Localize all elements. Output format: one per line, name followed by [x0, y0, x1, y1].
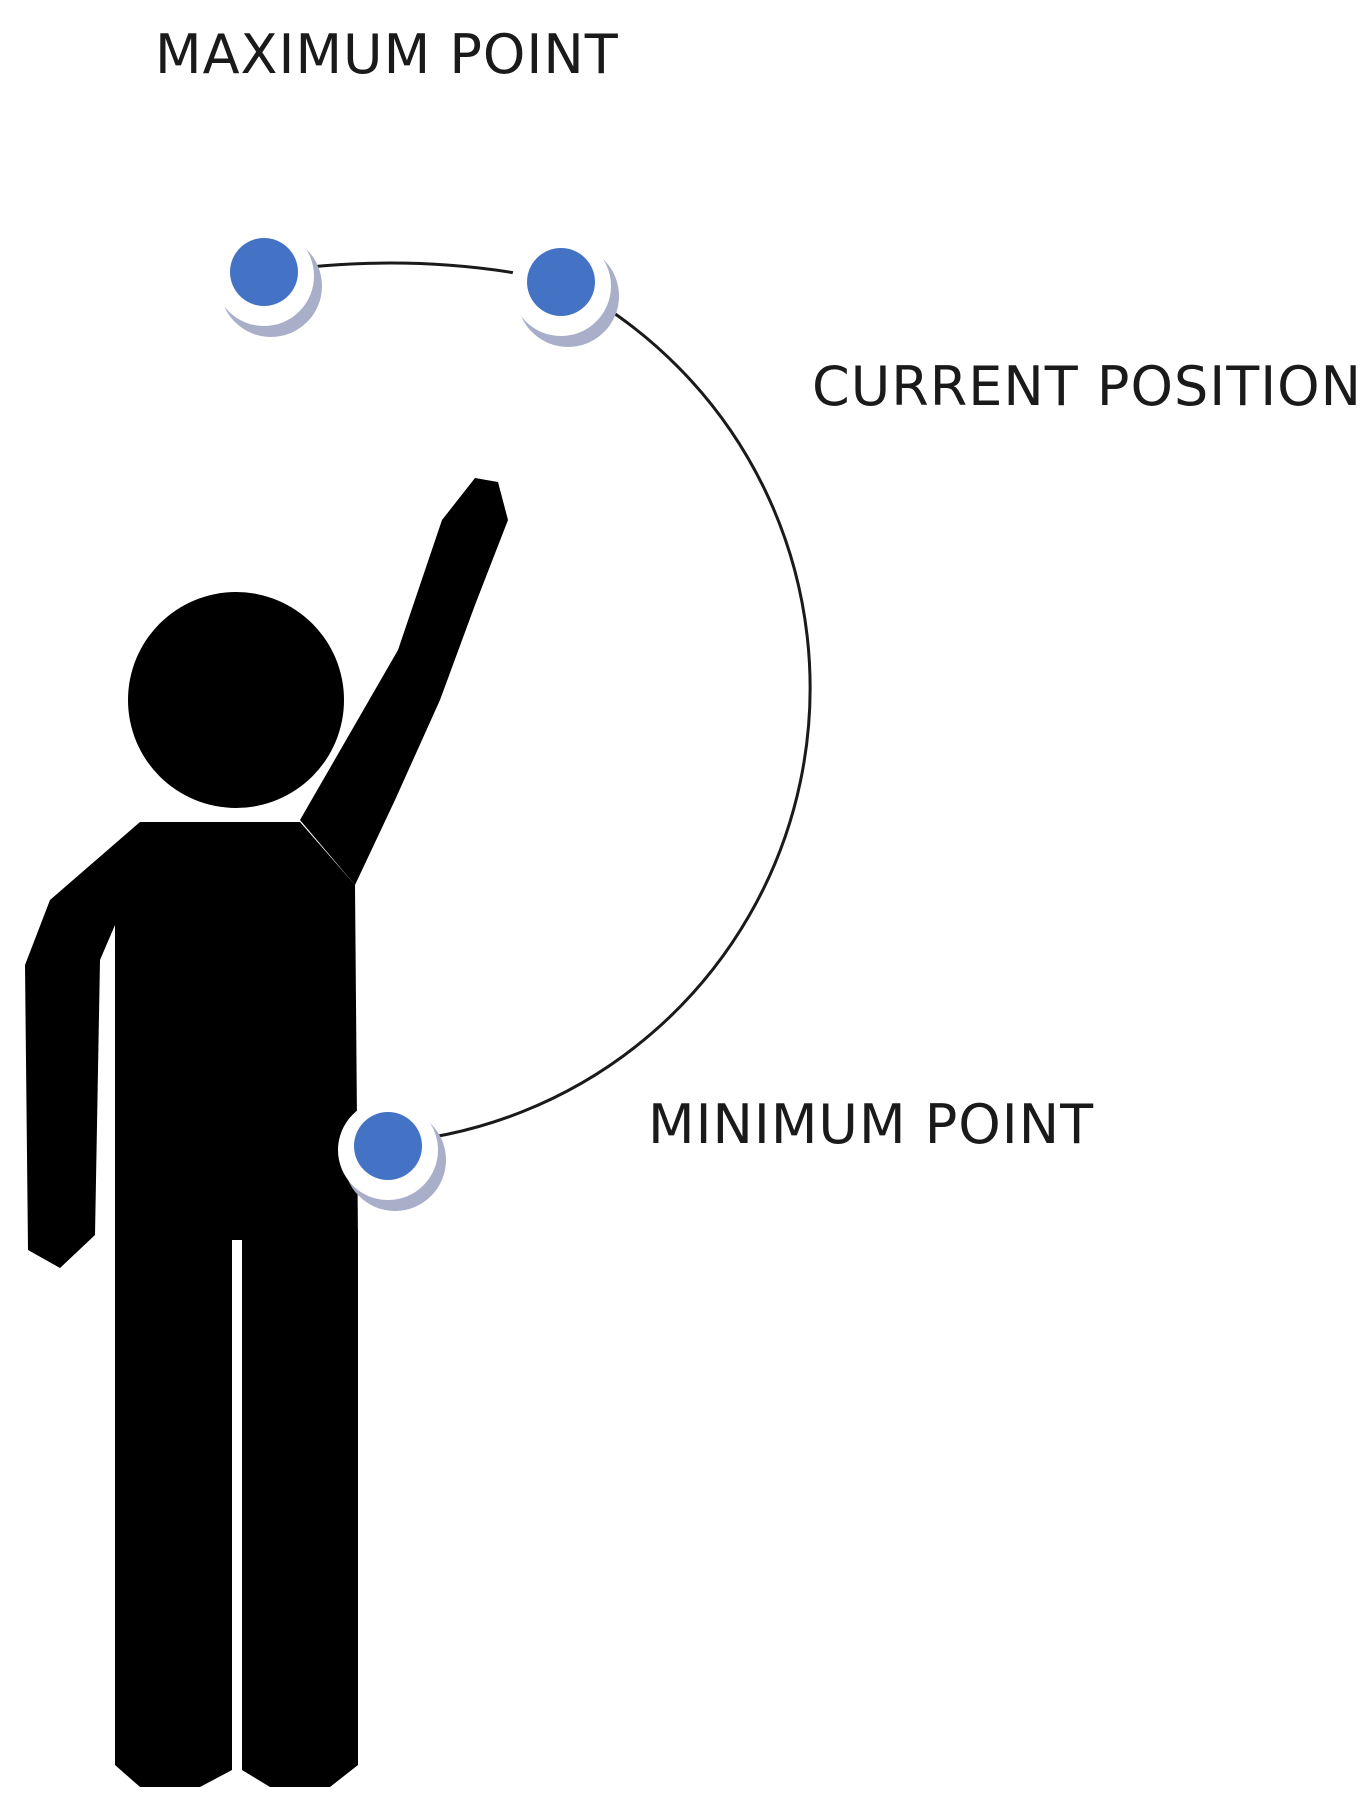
person-left-leg	[115, 1230, 232, 1787]
motion-arc	[267, 261, 812, 1145]
person-torso	[25, 822, 358, 1268]
circle-marker-icon	[338, 1100, 446, 1211]
person-raised-arm	[300, 478, 508, 885]
person-raising-arm-icon	[25, 478, 508, 1787]
circle-marker-icon	[214, 226, 322, 337]
maximum-point-label: MAXIMUM POINT	[155, 23, 619, 86]
person-head	[128, 592, 344, 808]
minimum-point-label: MINIMUM POINT	[648, 1093, 1095, 1156]
circle-marker-icon	[511, 236, 619, 347]
current-position-label: CURRENT POSITION	[812, 355, 1363, 418]
person-right-leg	[242, 1230, 358, 1787]
